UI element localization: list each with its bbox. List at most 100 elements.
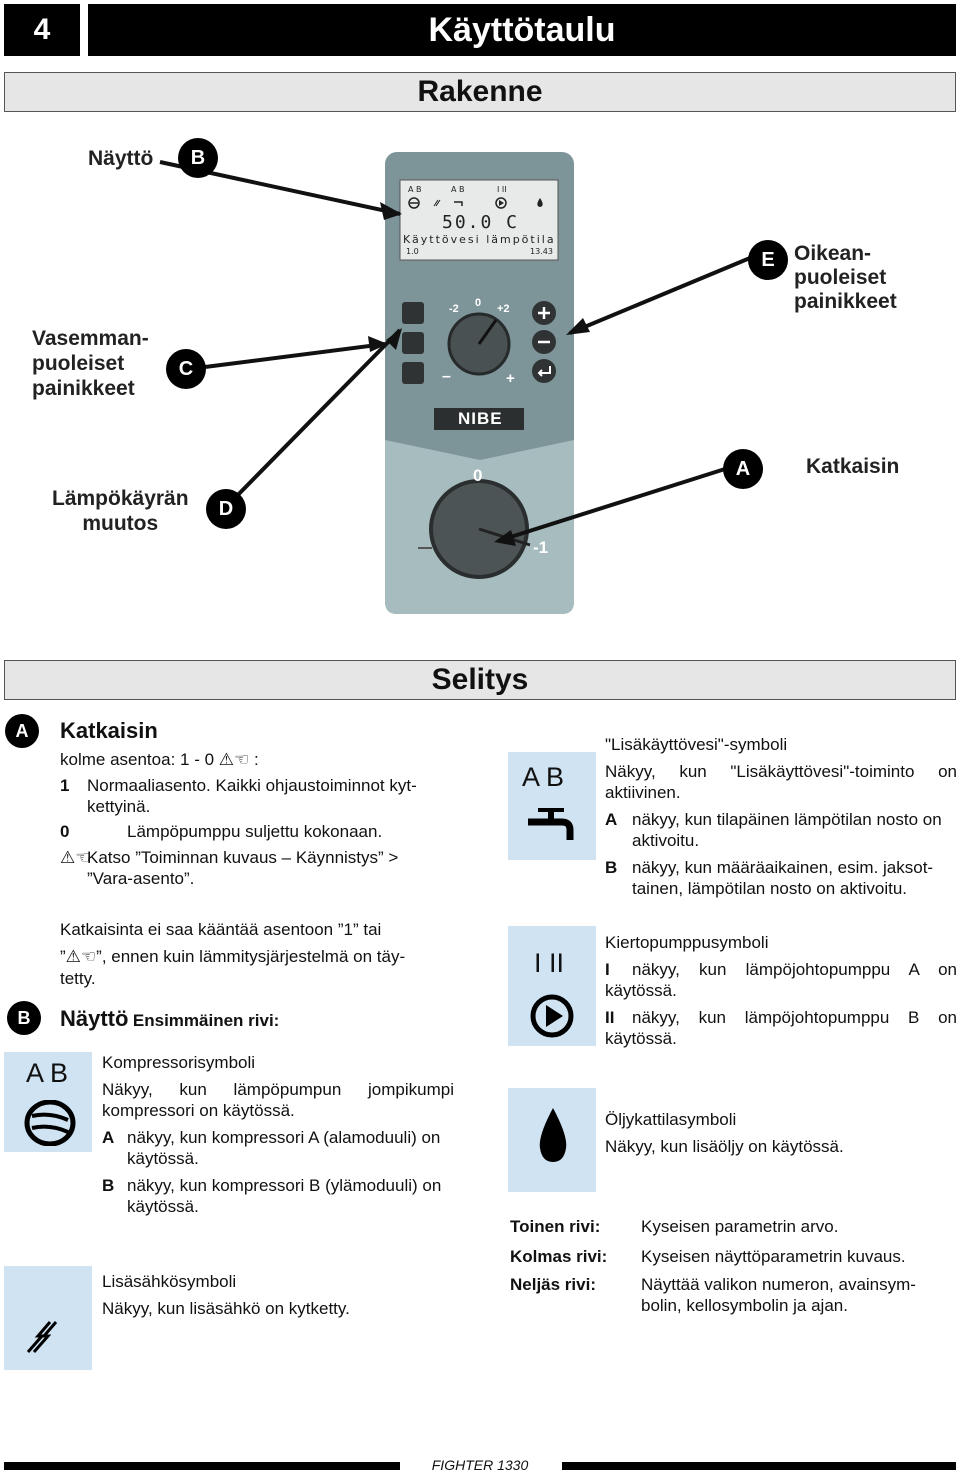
enter-button[interactable] xyxy=(532,359,556,383)
hotwater-a-key: A xyxy=(605,810,618,829)
brand-logo: NIBE xyxy=(458,409,503,428)
chapter-number: 4 xyxy=(4,4,80,56)
row3-value: Kyseisen näyttöparametrin kuvaus. xyxy=(641,1247,906,1266)
electric-symbol-box xyxy=(4,1266,92,1370)
row3-key: Kolmas rivi: xyxy=(510,1247,608,1266)
section-title-legend: Selitys xyxy=(4,660,956,700)
legend-a-intro-text: kolme asentoa: 1 - 0 xyxy=(60,750,215,769)
legend-a-warning-3: tetty. xyxy=(60,969,96,988)
lcd-value: 50.0 C xyxy=(442,212,520,233)
electric-title: Lisäsähkösymboli xyxy=(102,1272,237,1291)
electric-icon xyxy=(26,1321,58,1353)
pump-ii-key: II xyxy=(605,1008,615,1027)
hotwater-symbol-box: A B xyxy=(508,752,596,860)
hotwater-b-text: näkyy, kun määräaikainen, esim. jaksot- … xyxy=(632,858,934,898)
hotwater-a-text: näkyy, kun tilapäinen lämpötilan nosto o… xyxy=(632,810,942,850)
label-right-buttons: Oikean- puoleiset painikkeet xyxy=(794,242,897,313)
hotwater-symbol-text: A B xyxy=(522,762,565,792)
oil-title: Öljykattilasymboli xyxy=(605,1110,737,1129)
left-button-1[interactable] xyxy=(402,302,424,324)
pump-title: Kiertopumppusymboli xyxy=(605,933,769,952)
legend-marker-b: B xyxy=(7,1001,41,1035)
dial-minus2: -2 xyxy=(449,303,459,315)
footer-rule-right xyxy=(562,1462,956,1470)
switch-pos-one: -1 xyxy=(533,538,549,557)
page-title: Käyttötaulu xyxy=(88,4,956,56)
warning-hand-icon: ⚠☜ xyxy=(214,750,254,769)
pump-i-text: näkyy, kun lämpöjohtopumppu A on käytöss… xyxy=(605,960,957,1000)
lcd-menu-number: 1.0 xyxy=(406,247,419,256)
marker-d: D xyxy=(206,489,246,529)
compressor-b-key: B xyxy=(102,1176,115,1195)
left-button-3[interactable] xyxy=(402,362,424,384)
switch-pos-zero: 0 xyxy=(473,466,483,485)
pump-icon xyxy=(530,994,574,1038)
oil-symbol-box xyxy=(508,1088,596,1192)
warning-hand-icon-2: ⚠☜ xyxy=(60,848,91,867)
lcd-icons xyxy=(408,197,543,209)
compressor-symbol-box: A B xyxy=(4,1052,92,1152)
compressor-a-text: näkyy, kun kompressori A (alamoduuli) on… xyxy=(127,1128,441,1168)
legend-a-intro-end: : xyxy=(253,750,259,769)
dial-plus2: +2 xyxy=(497,303,510,315)
legend-marker-a: A xyxy=(5,714,39,748)
compressor-text: Näkyy, kun lämpöpumpun jompikumpi kompre… xyxy=(102,1080,454,1120)
compressor-a-key: A xyxy=(102,1128,115,1147)
hotwater-text: Näkyy, kun "Lisäkäyttövesi"-toiminto on … xyxy=(605,762,957,802)
row4-key: Neljäs rivi: xyxy=(510,1275,596,1294)
label-left-buttons: Vasemman- puoleiset painikkeet xyxy=(32,327,149,400)
dial-zero: 0 xyxy=(475,297,482,309)
legend-a-p0-text: Lämpöpumppu suljettu kokonaan. xyxy=(127,822,383,841)
marker-a: A xyxy=(723,449,763,489)
legend-a-warning-2b: ”, ennen kuin lämmitysjärjestelmä on täy… xyxy=(96,947,406,966)
marker-c: C xyxy=(166,349,206,389)
control-panel-figure xyxy=(0,120,960,640)
lcd-time: 13.43 xyxy=(530,247,553,256)
pump-symbol-box: I II xyxy=(508,926,596,1046)
label-heating-curve: Lämpökäyrän muutos xyxy=(52,487,189,535)
section-title-structure: Rakenne xyxy=(4,72,956,112)
legend-a-warning-2a: ” xyxy=(60,947,66,966)
dial-plus: + xyxy=(506,370,515,387)
legend-a-p0-key: 0 xyxy=(60,822,70,841)
legend-a-title: Katkaisin xyxy=(60,718,158,743)
marker-e: E xyxy=(748,240,788,280)
legend-a-pw-text: Katso ”Toiminnan kuvaus – Käynnistys” > … xyxy=(87,848,399,888)
lcd-ab-2: A B xyxy=(451,185,465,194)
legend-b-title: Näyttö xyxy=(60,1006,129,1031)
row4-value: Näyttää valikon numeron, avainsym- bolin… xyxy=(641,1275,916,1315)
oil-drop-icon xyxy=(539,1108,567,1162)
compressor-symbol-text: A B xyxy=(26,1058,69,1088)
label-display: Näyttö xyxy=(88,147,154,170)
lcd-ab-1: A B xyxy=(408,185,422,194)
dial-minus: – xyxy=(442,368,451,385)
pump-ii-text: näkyy, kun lämpöjohtopumppu B on käytöss… xyxy=(605,1008,957,1048)
legend-a-p1-text: Normaaliasento. Kaikki ohjaustoiminnot k… xyxy=(87,776,417,816)
tap-icon xyxy=(528,808,574,840)
pump-symbol-text: I II xyxy=(534,948,565,978)
oil-text: Näkyy, kun lisäöljy on käytössä. xyxy=(605,1137,844,1156)
compressor-b-text: näkyy, kun kompressori B (ylämoduuli) on… xyxy=(127,1176,442,1216)
label-switch: Katkaisin xyxy=(806,455,900,478)
hotwater-title: "Lisäkäyttövesi"-symboli xyxy=(605,735,788,754)
hotwater-b-key: B xyxy=(605,858,618,877)
lcd-icon-row xyxy=(408,196,553,209)
pump-i-key: I xyxy=(605,960,610,979)
legend-a-warning-1: Katkaisinta ei saa kääntää asentoon ”1” … xyxy=(60,920,382,939)
left-button-2[interactable] xyxy=(402,332,424,354)
electric-text: Näkyy, kun lisäsähkö on kytketty. xyxy=(102,1299,350,1318)
legend-b-heading: Näyttö Ensimmäinen rivi: xyxy=(60,1006,279,1032)
legend-a-intro: kolme asentoa: 1 - 0 ⚠☜ : xyxy=(60,749,259,770)
legend-b-subtitle: Ensimmäinen rivi: xyxy=(132,1011,280,1030)
row2-key: Toinen rivi: xyxy=(510,1217,601,1236)
lcd-i-ii: I II xyxy=(497,185,507,194)
footer-model: FIGHTER 1330 xyxy=(431,1457,529,1473)
marker-b: B xyxy=(178,138,218,178)
legend-a-p1-key: 1 xyxy=(60,776,70,795)
control-panel-drawing xyxy=(159,152,751,614)
compressor-icon xyxy=(24,1100,76,1146)
compressor-title: Kompressorisymboli xyxy=(102,1053,256,1072)
lcd-description: Käyttövesi lämpötila xyxy=(403,233,556,246)
legend-a-warning-2: ”⚠☜”, ennen kuin lämmitysjärjestelmä on … xyxy=(60,946,405,967)
footer-rule-left xyxy=(4,1462,400,1470)
